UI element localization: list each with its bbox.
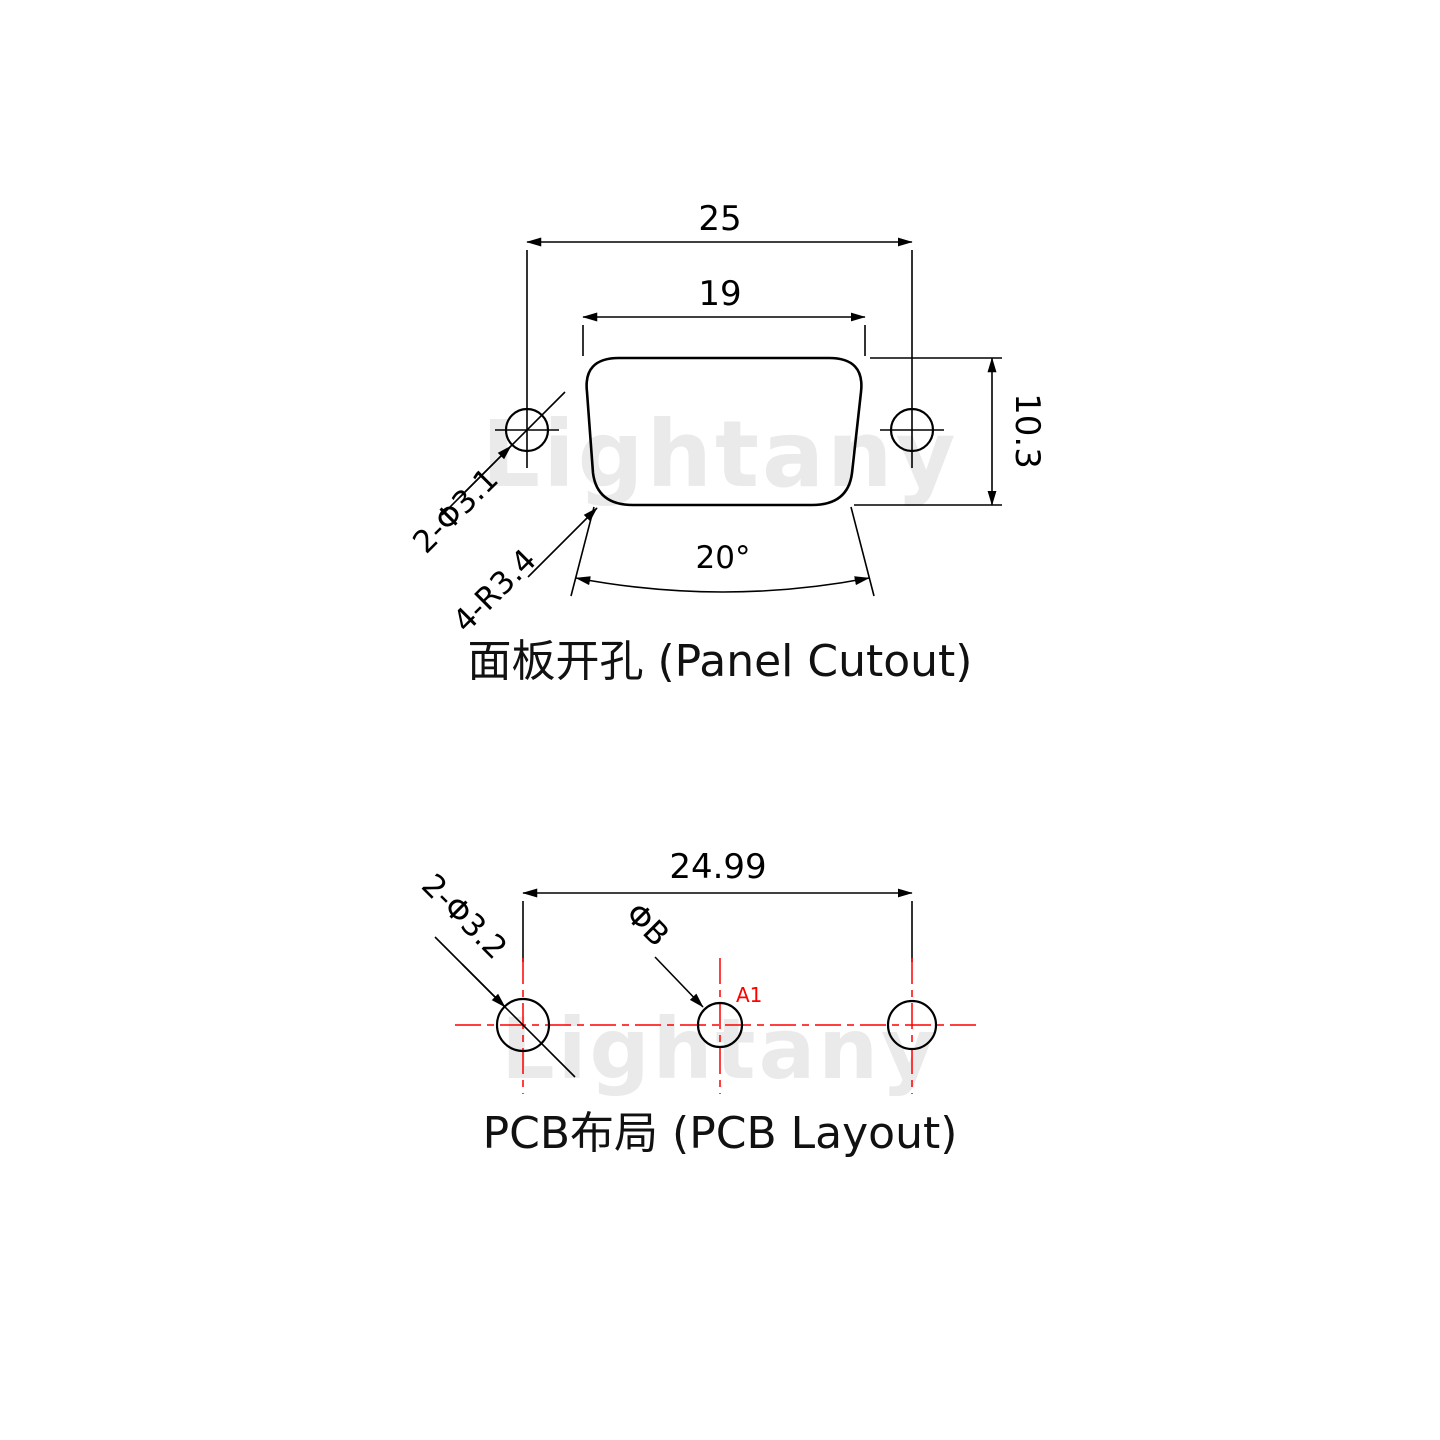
dim-height-value: 10.3 <box>1007 393 1047 469</box>
angle-extension-line <box>850 506 875 597</box>
watermark-text-top: Lightany <box>481 401 958 508</box>
label-pcb-mount-holes: 2-Φ3.2 <box>414 867 513 966</box>
panel-cutout-title: 面板开孔 (Panel Cutout) <box>468 636 973 687</box>
pcb-mount-hole-left <box>495 997 551 1053</box>
label-draft-angle: 20° <box>696 540 751 576</box>
angle-extension-line <box>570 506 595 597</box>
pcb-signal-hole <box>696 1001 744 1049</box>
leader-arrow <box>527 507 598 578</box>
watermark-text-bottom: Lightany <box>501 1000 939 1098</box>
leader-arrow <box>459 445 512 498</box>
pcb-layout-title: PCB布局 (PCB Layout) <box>483 1108 958 1159</box>
pcb-mount-hole-right <box>886 999 938 1051</box>
leader-arrow <box>654 956 704 1008</box>
dim-outer-width-value: 25 <box>698 199 741 239</box>
label-signal-hole: ΦB <box>618 896 676 954</box>
dsub-cutout-outline <box>585 356 863 507</box>
dim-hole-span-value: 24.99 <box>669 847 766 887</box>
leader-arrow <box>461 963 506 1008</box>
label-corner-radius: 4-R3.4 <box>446 542 543 639</box>
label-mount-holes: 2-Φ3.1 <box>406 461 505 560</box>
angle-dimension-arc <box>575 576 870 593</box>
pin-label-a1: A1 <box>736 983 762 1007</box>
dim-inner-width-value: 19 <box>698 274 741 314</box>
